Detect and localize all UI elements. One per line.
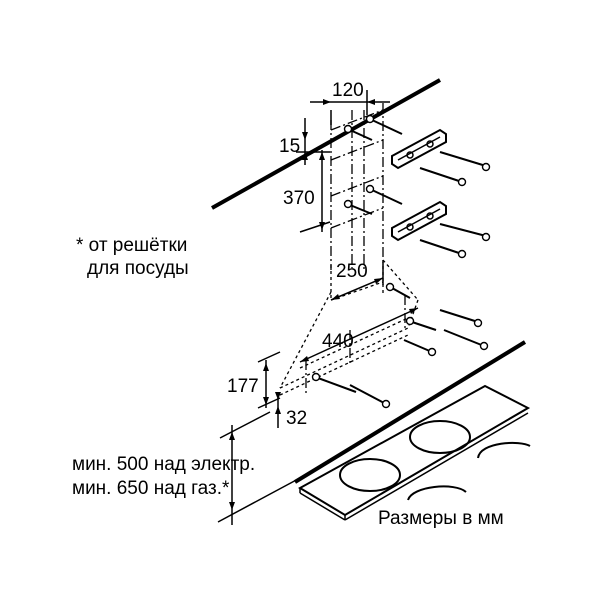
screw [439,151,491,172]
units-caption: Размеры в мм [378,508,504,529]
dim-canopy-width: 440 [299,307,419,363]
screw [419,167,467,187]
screw [343,124,373,141]
dim-bracket-spacing: 370 [283,150,331,233]
screw [443,329,489,351]
mounting-bracket-lower [391,200,447,242]
dim-canopy-height-label: 177 [227,376,259,397]
dim-canopy-width-label: 440 [322,331,354,352]
screw [385,282,411,299]
dim-chimney-width-label: 250 [336,261,368,282]
burner-back-right [477,441,531,459]
min-distance-gas: мин. 650 над газ.* [72,478,230,499]
burner-back-left [409,420,471,454]
dim-top-offset: 15 [279,118,330,165]
screw [419,239,467,259]
screw [365,184,403,205]
screw [405,316,437,331]
worktop-line [293,340,527,484]
dim-bracket-spacing-label: 370 [283,188,315,209]
screw [365,114,403,135]
dim-chimney-width: 250 [330,261,384,301]
screw [439,309,483,328]
screws [311,114,491,409]
cooktop [297,384,531,521]
screw [439,223,491,242]
dim-canopy-height: 177 [227,351,281,409]
dim-min-distance [217,411,301,525]
ceiling-line [211,78,441,210]
burner-front-left [339,458,401,492]
burner-front-right [407,485,467,501]
chimney-lower [330,259,419,301]
min-distance-electric: мин. 500 над электр. [72,454,255,475]
dim-top-offset-label: 15 [279,136,300,157]
grid-note-line1: * от решётки [76,235,187,256]
screw [349,384,391,409]
screw [403,339,437,357]
grid-note-line2: для посуды [87,258,189,279]
screw [311,372,357,393]
screw [343,199,373,215]
dim-top-width-label: 120 [332,80,364,101]
dim-bottom-offset: 32 [275,392,307,429]
dim-bottom-offset-label: 32 [286,408,307,429]
dim-top-width: 120 [310,80,390,125]
mounting-bracket-upper [391,128,447,170]
